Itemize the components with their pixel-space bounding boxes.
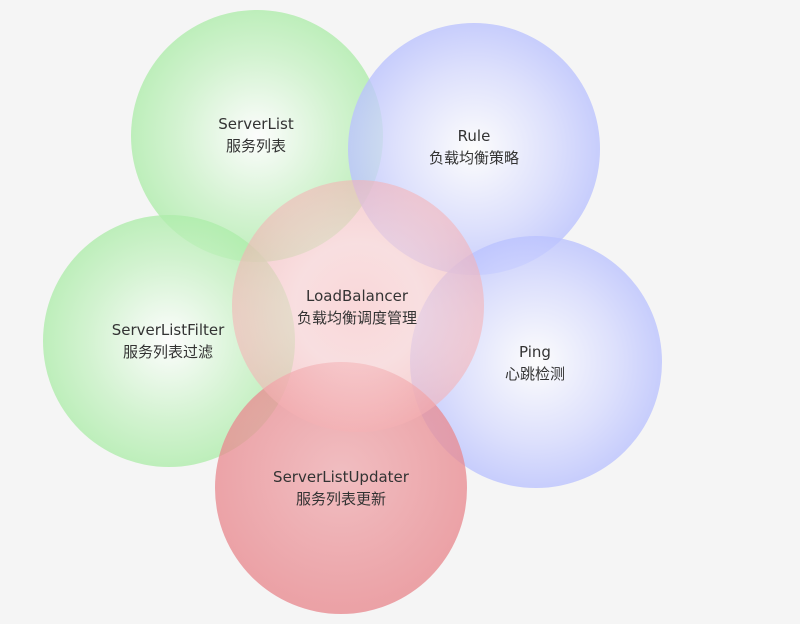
serverlistfilter-label: ServerListFilter 服务列表过滤 [112, 319, 225, 363]
serverlist-label: ServerList 服务列表 [218, 113, 293, 157]
rule-title: Rule [457, 127, 491, 145]
ping-title: Ping [519, 343, 551, 361]
ping-label: Ping 心跳检测 [505, 341, 565, 385]
serverlistfilter-title: ServerListFilter [111, 321, 225, 339]
rule-label: Rule 负载均衡策略 [429, 125, 519, 169]
loadbalancer-subtitle: 负载均衡调度管理 [296, 309, 418, 327]
serverlistupdater-title: ServerListUpdater [273, 468, 409, 486]
rule-subtitle: 负载均衡策略 [428, 149, 520, 167]
serverlistfilter-subtitle: 服务列表过滤 [122, 343, 213, 361]
loadbalancer-label: LoadBalancer 负载均衡调度管理 [297, 285, 417, 329]
ping-subtitle: 心跳检测 [504, 365, 566, 383]
serverlist-subtitle: 服务列表 [225, 137, 287, 155]
serverlistupdater-subtitle: 服务列表更新 [295, 490, 386, 508]
loadbalancer-title: LoadBalancer [306, 287, 408, 305]
serverlistupdater-label: ServerListUpdater 服务列表更新 [273, 466, 409, 510]
loadbalancer-circle [232, 180, 484, 432]
serverlist-title: ServerList [218, 115, 294, 133]
